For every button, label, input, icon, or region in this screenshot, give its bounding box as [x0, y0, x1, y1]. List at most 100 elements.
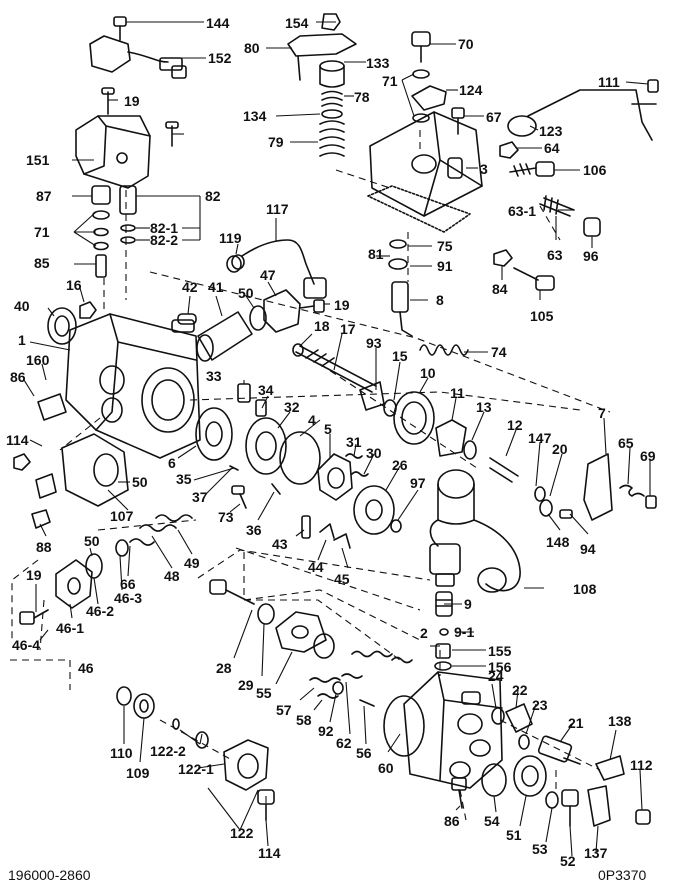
label-108: 108	[573, 581, 597, 597]
part-36-pin	[271, 483, 281, 495]
part-52-screw	[561, 789, 579, 827]
part-62-spring	[341, 673, 363, 679]
label-64: 64	[544, 140, 560, 156]
label-107: 107	[110, 508, 134, 524]
label-70: 70	[458, 36, 474, 52]
label-73: 73	[218, 509, 234, 525]
part-19-screw	[299, 299, 325, 313]
label-82: 82	[205, 188, 221, 204]
part-53-washer	[545, 791, 559, 809]
label-36: 36	[246, 522, 262, 538]
part-152-harness	[89, 35, 187, 79]
label-94: 94	[580, 541, 596, 557]
label-3: 3	[480, 161, 488, 177]
label-30: 30	[366, 445, 382, 461]
part-11-block	[435, 419, 467, 457]
part-94-pin	[559, 509, 573, 519]
part-13-clip	[463, 440, 477, 460]
label-154: 154	[285, 15, 309, 31]
label-12: 12	[507, 417, 523, 433]
label-21: 21	[568, 715, 584, 731]
label-60: 60	[378, 760, 394, 776]
part-66-spring	[129, 538, 155, 546]
label-42: 42	[182, 279, 198, 295]
label-16: 16	[66, 277, 82, 293]
label-35: 35	[176, 471, 192, 487]
label-20: 20	[552, 441, 568, 457]
label-148: 148	[546, 534, 570, 550]
label-22: 22	[512, 682, 528, 698]
label-17: 17	[340, 321, 356, 337]
label-151: 151	[26, 152, 50, 168]
label-86b: 86	[444, 813, 460, 829]
label-43: 43	[272, 536, 288, 552]
part-57-spring	[309, 677, 341, 683]
part-78-spring	[321, 90, 343, 107]
label-91: 91	[437, 258, 453, 274]
label-15: 15	[392, 348, 408, 364]
label-67: 67	[486, 109, 502, 125]
part-46-4-screw	[19, 609, 49, 625]
label-119: 119	[219, 230, 242, 246]
label-13: 13	[476, 399, 492, 415]
label-26: 26	[392, 457, 408, 473]
part-70-bolt	[411, 31, 431, 63]
part-91-nut	[388, 258, 408, 270]
label-41: 41	[208, 279, 224, 295]
label-55: 55	[256, 685, 272, 701]
part-137-bracket	[587, 785, 611, 827]
label-134: 134	[243, 108, 267, 124]
label-9-1: 9-1	[454, 624, 474, 640]
part-151-bracket	[75, 87, 179, 189]
label-69: 69	[640, 448, 656, 464]
label-81: 81	[368, 246, 384, 262]
label-46-3: 46-3	[114, 590, 142, 606]
part-51-nut	[513, 755, 547, 797]
label-97: 97	[410, 475, 426, 491]
label-49: 49	[184, 555, 200, 571]
part-88-screw	[31, 509, 51, 529]
label-23: 23	[532, 697, 548, 713]
label-11: 11	[450, 385, 465, 401]
part-75-oring	[389, 239, 407, 249]
label-123: 123	[539, 123, 563, 139]
part-67-screw	[451, 107, 465, 135]
label-71: 71	[382, 73, 398, 89]
part-111-linkage	[527, 79, 659, 141]
label-4: 4	[308, 412, 316, 428]
part-49-spring	[155, 514, 193, 522]
label-57: 57	[276, 702, 292, 718]
label-84: 84	[492, 281, 508, 297]
part-33-key	[237, 383, 251, 403]
part-60-seal	[383, 695, 425, 757]
label-50c: 50	[84, 533, 100, 549]
label-156: 156	[488, 659, 512, 675]
label-79: 79	[268, 134, 284, 150]
part-110-washer	[116, 686, 132, 706]
label-122-2: 122-2	[150, 743, 186, 759]
label-109: 109	[126, 765, 150, 781]
part-29-washer	[257, 603, 275, 625]
part-144-screw	[113, 16, 127, 41]
label-62: 62	[336, 735, 352, 751]
label-33: 33	[206, 368, 222, 384]
label-122-1: 122-1	[178, 761, 214, 777]
part-41-sleeve	[196, 311, 253, 362]
part-65-spring	[619, 484, 645, 497]
part-22-fitting	[505, 703, 533, 733]
label-63-1: 63-1	[508, 203, 536, 219]
part-50-oring	[249, 305, 267, 331]
label-31: 31	[346, 434, 362, 450]
label-122: 122	[230, 825, 254, 841]
label-46-4: 46-4	[12, 637, 40, 653]
part-46-3-ring	[115, 539, 129, 557]
part-96-cap	[583, 217, 601, 237]
part-45-clip	[333, 533, 351, 549]
part-69-screw	[645, 495, 657, 509]
label-87: 87	[36, 188, 52, 204]
part-48-spring	[139, 524, 177, 532]
part-64-nut	[499, 141, 519, 159]
label-82-2: 82-2	[150, 232, 178, 248]
part-114-screw	[13, 453, 31, 471]
label-24: 24	[488, 668, 504, 684]
